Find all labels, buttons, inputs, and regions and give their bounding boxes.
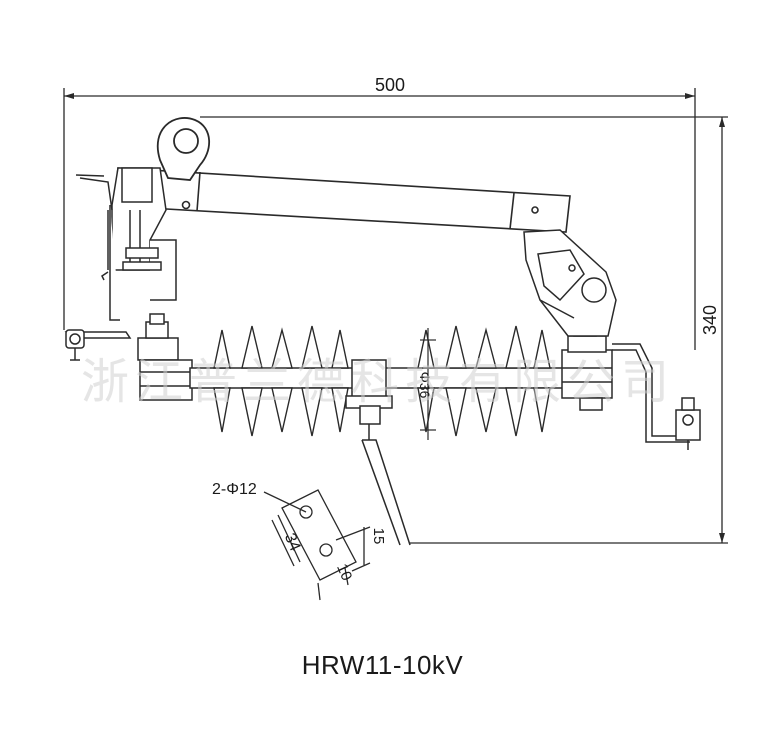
insulator-diameter-label: Φ36 [417,372,433,399]
insulator-sheds-left [213,325,349,437]
overall-length-dimension [63,88,696,350]
insulator-diameter-dimension [420,328,436,440]
right-terminal-clamp [675,397,701,450]
overall-height-dimension [200,116,728,544]
right-terminal-lead [612,343,690,443]
overall-length-label: 500 [375,75,405,95]
insulator-sheds-right [417,325,551,437]
left-end-fitting [137,313,193,401]
model-caption: HRW11-10kV [301,650,464,680]
left-terminal-lead [64,329,132,361]
central-mounting-bracket [345,359,411,546]
pull-ring [156,117,211,181]
hole-spacing-label: 34 [281,531,304,554]
overall-height-label: 340 [700,305,720,335]
mount-holes-label: 2-Φ12 [212,481,257,498]
mounting-plate-detail [263,489,371,601]
lower-contact-hinge [523,229,617,337]
slot-width-label: 10 [333,561,355,583]
upper-contact-assembly [75,167,177,321]
slot-offset-label: 15 [370,528,387,545]
company-watermark: 浙江普兰德科技有限公司 [81,354,675,410]
